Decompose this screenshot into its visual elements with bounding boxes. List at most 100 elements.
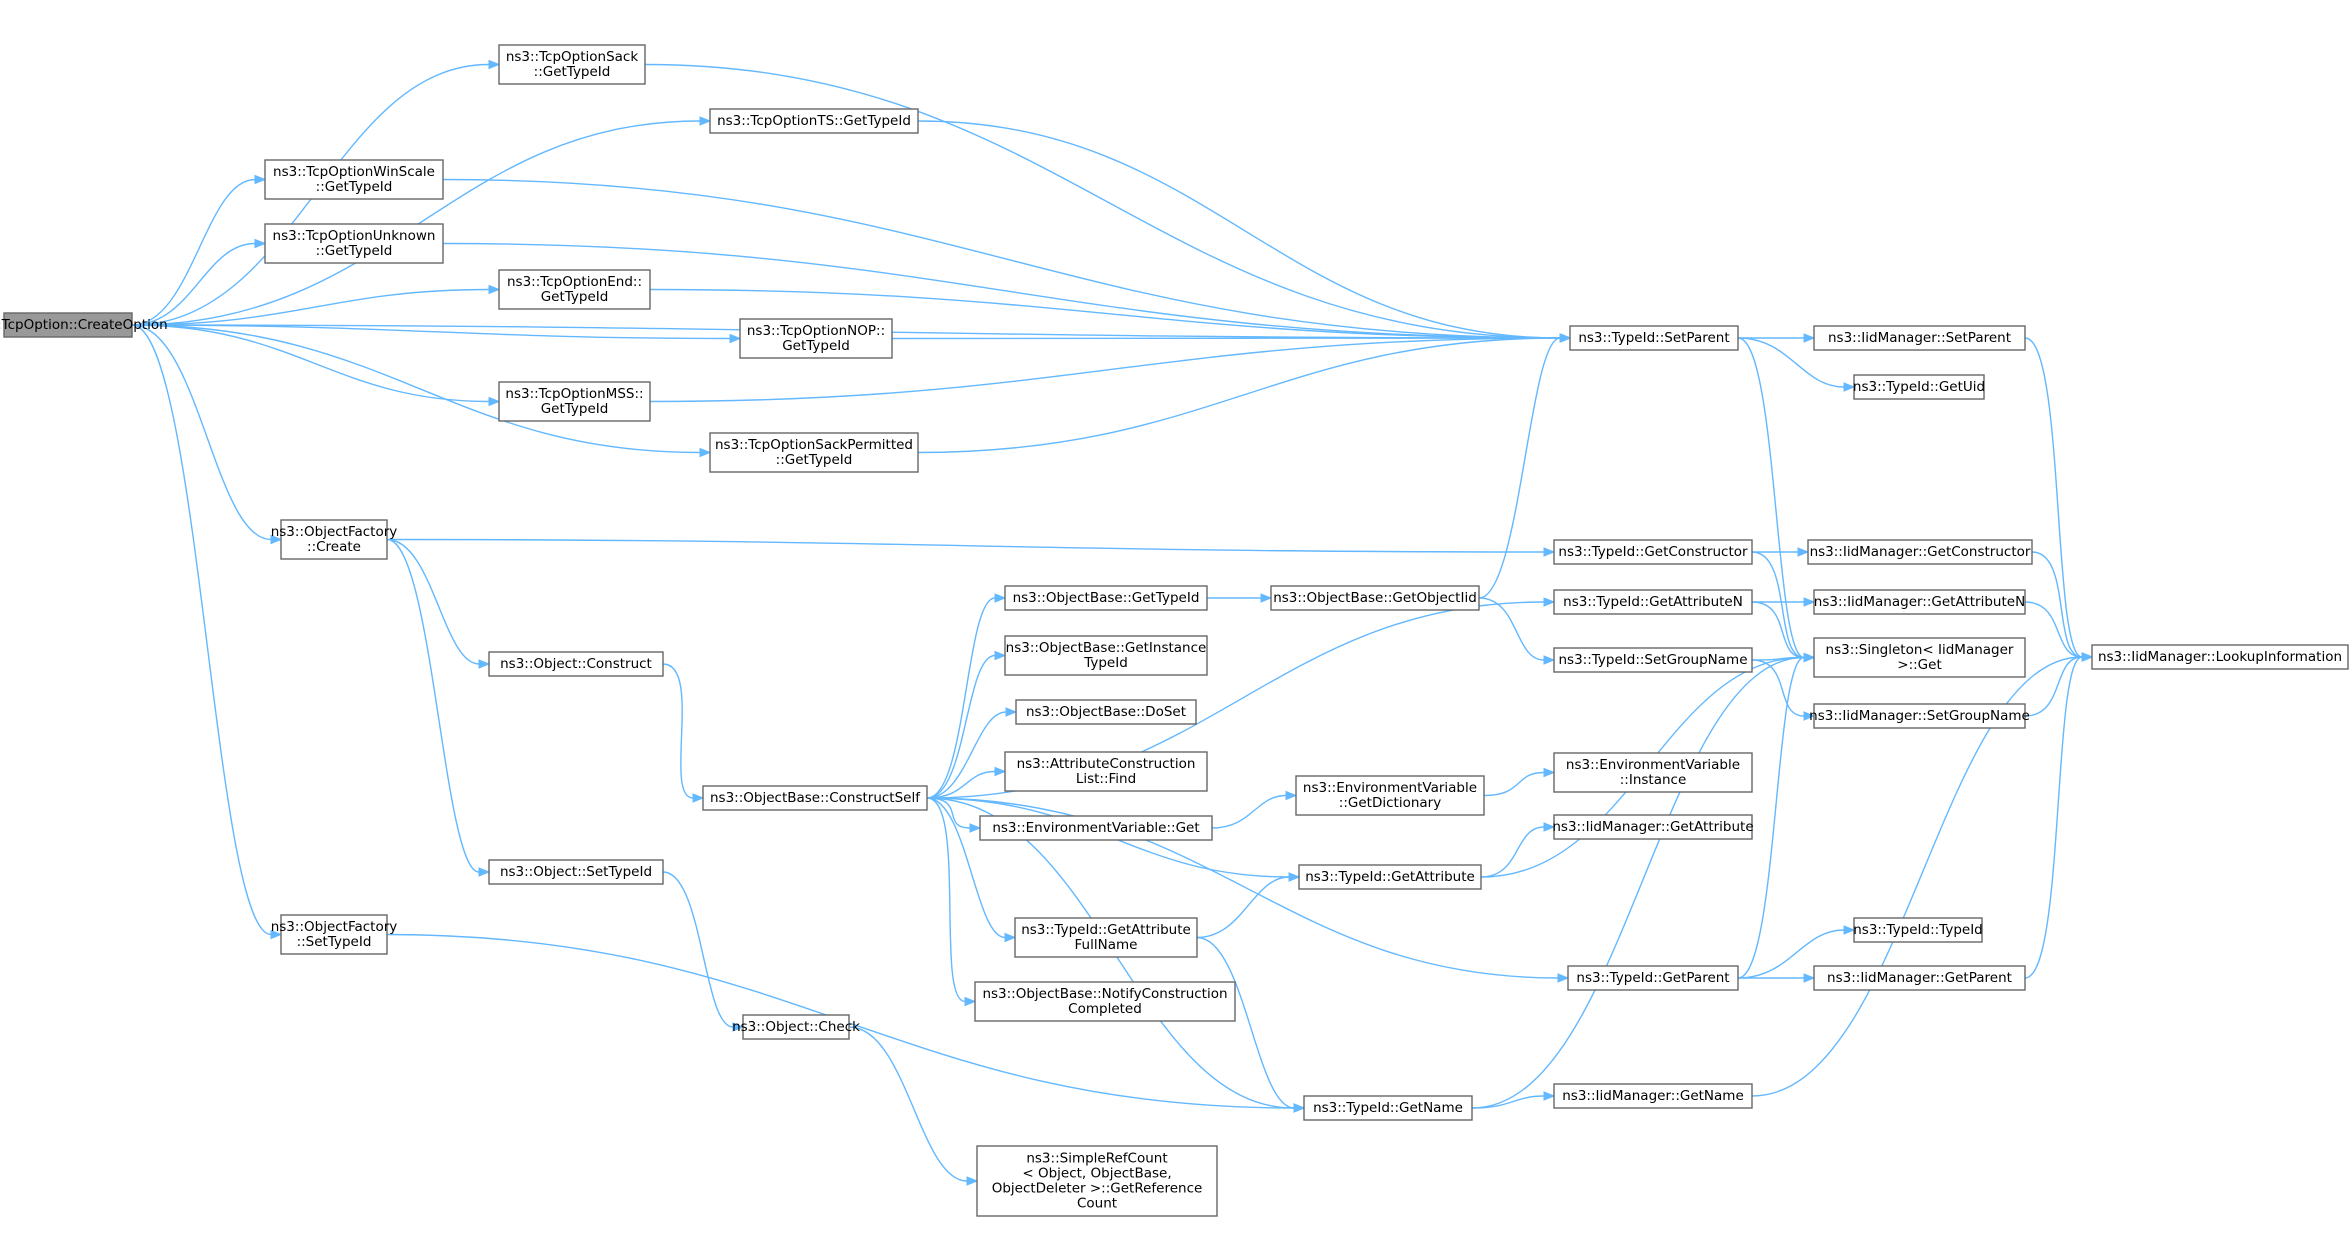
function-node-n33[interactable]: ns3::ObjectBase::NotifyConstructionCompl… — [974, 981, 1236, 1022]
function-node-n30[interactable]: ns3::TypeId::GetAttribute — [1298, 864, 1482, 890]
function-node-n13[interactable]: ns3::IidManager::SetParent — [1813, 325, 2026, 351]
edge-arrowhead — [1543, 767, 1556, 778]
edge-line — [1751, 551, 1805, 659]
node-label: ns3::ObjectBase::ConstructSelf — [710, 790, 921, 806]
edge-arrowhead — [994, 650, 1007, 661]
function-node-n28[interactable]: ns3::EnvironmentVariable::GetDictionary — [1295, 775, 1485, 816]
node-label: ns3::TypeId::GetName — [1313, 1100, 1463, 1116]
function-node-n1[interactable]: ns3::TcpOption::CreateOption — [0, 312, 168, 338]
edge-arrowhead — [1803, 597, 1816, 607]
function-node-n38[interactable]: ns3::IidManager::GetParent — [1813, 965, 2026, 991]
function-node-n18[interactable]: ns3::Object::SetTypeId — [488, 859, 664, 885]
node-label: FullName — [1075, 937, 1138, 953]
edge-line — [1737, 337, 1845, 388]
edge-line — [2024, 656, 2083, 979]
function-node-n21[interactable]: ns3::ObjectBase::ConstructSelf — [702, 785, 928, 811]
function-node-n2[interactable]: ns3::TcpOptionSack::GetTypeId — [498, 44, 646, 85]
edge-n38-n16 — [2024, 652, 2094, 979]
edge-line — [131, 178, 256, 326]
function-node-n44[interactable]: ns3::IidManager::SetGroupName — [1809, 703, 2030, 729]
function-node-n31[interactable]: ns3::IidManager::GetAttribute — [1552, 814, 1754, 840]
edge-arrowhead — [732, 1022, 745, 1032]
edge-n28-n29 — [1483, 767, 1556, 797]
function-node-n25[interactable]: ns3::ObjectBase::DoSet — [1015, 699, 1197, 725]
node-label: GetTypeId — [541, 401, 609, 417]
edge-arrowhead — [1288, 872, 1301, 882]
node-label: ns3::ObjectBase::GetInstance — [1006, 640, 1207, 656]
function-node-n15[interactable]: ns3::Singleton< IidManager >::Get — [1813, 637, 2026, 678]
node-label: ::Instance — [1620, 772, 1687, 788]
node-box — [498, 381, 651, 422]
function-node-n3[interactable]: ns3::TcpOptionTS::GetTypeId — [709, 108, 919, 134]
node-label: ns3::TcpOptionSackPermitted — [715, 437, 913, 453]
function-node-n10[interactable]: ns3::ObjectFactory::Create — [271, 519, 398, 560]
function-node-n4[interactable]: ns3::TcpOptionWinScale::GetTypeId — [264, 159, 444, 200]
edge-n1-n8 — [131, 324, 501, 407]
function-node-n19[interactable]: ns3::TypeId::GetConstructor — [1553, 539, 1753, 565]
edge-arrowhead — [692, 793, 705, 803]
edge-line — [1471, 1095, 1545, 1109]
edge-arrowhead — [488, 284, 501, 295]
edge-line — [2031, 551, 2083, 658]
function-node-n9[interactable]: ns3::TcpOptionSackPermitted::GetTypeId — [709, 432, 919, 473]
node-label: ::GetTypeId — [316, 179, 393, 195]
function-node-n39[interactable]: ns3::Object::Check — [732, 1014, 860, 1040]
function-node-n29[interactable]: ns3::EnvironmentVariable::Instance — [1553, 752, 1753, 793]
edge-n10-n18 — [386, 538, 491, 877]
function-node-n34[interactable]: ns3::TypeId::GetName — [1303, 1095, 1473, 1121]
edge-n32-n30 — [1196, 872, 1301, 939]
function-node-n37[interactable]: ns3::TypeId::TypeId — [1853, 917, 1983, 943]
edge-n1-n10 — [131, 324, 283, 545]
function-node-n17[interactable]: ns3::Object::Construct — [488, 651, 664, 677]
node-label: ns3::TcpOptionUnknown — [273, 228, 436, 244]
function-node-n27[interactable]: ns3::EnvironmentVariable::Get — [979, 815, 1213, 841]
edge-line — [917, 337, 1561, 454]
function-node-n5[interactable]: ns3::TcpOptionUnknown::GetTypeId — [264, 223, 444, 264]
edge-n9-n12 — [917, 333, 1572, 454]
edge-line — [131, 324, 731, 340]
edge-arrowhead — [1803, 973, 1816, 983]
edge-n21-n33 — [926, 797, 977, 1007]
node-box — [1813, 637, 2026, 678]
node-box — [1569, 325, 1739, 351]
edge-arrowhead — [1543, 822, 1556, 832]
function-node-n22[interactable]: ns3::ObjectBase::GetTypeId — [1004, 585, 1208, 611]
node-box — [976, 1145, 1218, 1217]
function-node-n42[interactable]: ns3::IidManager::GetConstructor — [1807, 539, 2033, 565]
edge-n21-n25 — [926, 707, 1018, 799]
edge-line — [1480, 826, 1545, 878]
edge-arrowhead — [994, 766, 1007, 777]
function-node-n36[interactable]: ns3::TypeId::GetParent — [1567, 965, 1739, 991]
function-node-n41[interactable]: ns3::TypeId::SetGroupName — [1553, 647, 1753, 673]
function-node-n7[interactable]: ns3::TcpOptionNOP::GetTypeId — [739, 318, 893, 359]
node-label: ns3::TypeId::SetParent — [1578, 330, 1729, 346]
node-label: ns3::TypeId::GetParent — [1576, 970, 1729, 986]
edge-arrowhead — [1260, 593, 1273, 603]
edge-arrowhead — [478, 659, 491, 669]
function-node-n35[interactable]: ns3::IidManager::GetName — [1553, 1083, 1753, 1109]
function-node-n11[interactable]: ns3::ObjectFactory::SetTypeId — [271, 914, 398, 955]
node-label: ns3::IidManager::SetParent — [1828, 330, 2011, 346]
edge-arrowhead — [270, 534, 283, 545]
node-box — [1807, 539, 2033, 565]
function-node-n23[interactable]: ns3::ObjectBase::GetObjectIid — [1270, 585, 1480, 611]
node-label: ns3::TcpOptionMSS:: — [505, 386, 643, 402]
function-node-n6[interactable]: ns3::TcpOptionEnd::GetTypeId — [498, 269, 651, 310]
function-node-n16[interactable]: ns3::IidManager::LookupInformation — [2091, 644, 2349, 670]
edge-arrowhead — [964, 996, 977, 1007]
function-node-n20[interactable]: ns3::TypeId::GetAttributeN — [1553, 589, 1753, 615]
function-node-n12[interactable]: ns3::TypeId::SetParent — [1569, 325, 1739, 351]
function-node-n8[interactable]: ns3::TcpOptionMSS::GetTypeId — [498, 381, 651, 422]
edge-line — [1478, 337, 1561, 599]
node-box — [1004, 635, 1208, 676]
node-label: ::GetTypeId — [316, 243, 393, 259]
node-label: ns3::TypeId::GetUid — [1853, 379, 1985, 395]
edge-arrowhead — [478, 867, 491, 877]
function-node-n14[interactable]: ns3::TypeId::GetUid — [1853, 374, 1985, 400]
function-node-n40[interactable]: ns3::SimpleRefCount< Object, ObjectBase,… — [976, 1145, 1218, 1217]
function-node-n43[interactable]: ns3::IidManager::GetAttributeN — [1813, 589, 2026, 615]
edge-n27-n28 — [1211, 790, 1298, 829]
